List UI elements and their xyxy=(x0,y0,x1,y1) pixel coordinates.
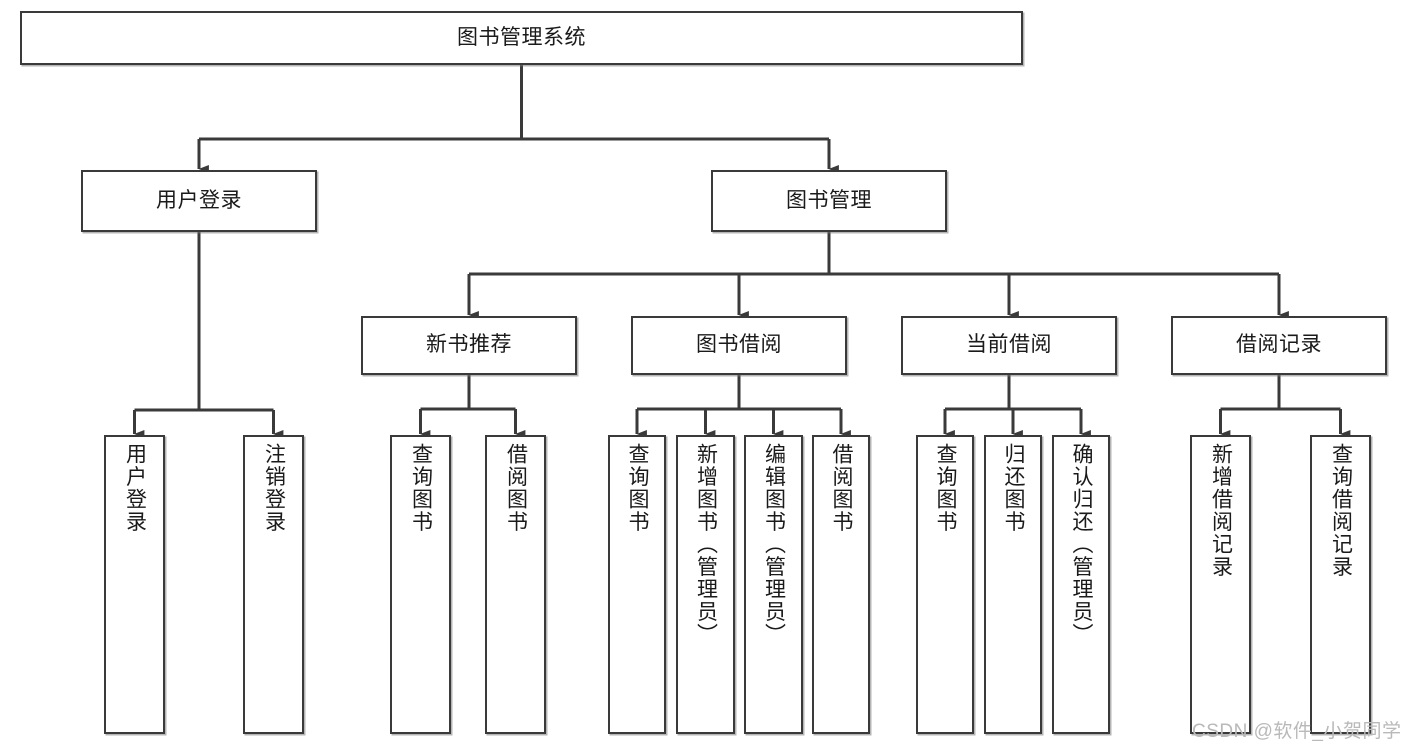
node-label: 确认归还（管理员） xyxy=(1070,443,1094,646)
node-borrow-record[interactable]: 借阅记录 xyxy=(1171,316,1387,375)
node-leaf-query-record[interactable]: 查询借阅记录 xyxy=(1310,435,1371,734)
node-label: 借阅记录 xyxy=(1236,333,1322,357)
node-label: 当前借阅 xyxy=(966,333,1052,357)
node-new-book-rec[interactable]: 新书推荐 xyxy=(361,316,577,375)
node-leaf-return-book[interactable]: 归还图书 xyxy=(984,435,1042,734)
node-label: 图书管理系统 xyxy=(457,25,586,49)
node-label: 用户登录 xyxy=(123,443,147,533)
node-current-borrow[interactable]: 当前借阅 xyxy=(901,316,1117,375)
node-label: 查询图书 xyxy=(934,443,958,533)
node-label: 借阅图书 xyxy=(504,443,528,533)
node-leaf-add-record[interactable]: 新增借阅记录 xyxy=(1190,435,1251,734)
node-user-login[interactable]: 用户登录 xyxy=(81,170,317,232)
node-label: 查询借阅记录 xyxy=(1329,443,1353,578)
node-label: 图书管理 xyxy=(786,188,872,212)
node-label: 注销登录 xyxy=(262,443,286,533)
node-leaf-logout[interactable]: 注销登录 xyxy=(243,435,304,734)
node-leaf-user-login[interactable]: 用户登录 xyxy=(104,435,165,734)
node-leaf-query-book-2[interactable]: 查询图书 xyxy=(608,435,666,734)
node-label: 新书推荐 xyxy=(426,333,512,357)
node-label: 编辑图书（管理员） xyxy=(762,443,786,646)
node-leaf-confirm-return[interactable]: 确认归还（管理员） xyxy=(1052,435,1110,734)
node-label: 借阅图书 xyxy=(830,443,854,533)
node-book-manage[interactable]: 图书管理 xyxy=(711,170,947,232)
node-leaf-query-book-1[interactable]: 查询图书 xyxy=(390,435,451,734)
node-label: 归还图书 xyxy=(1002,443,1026,533)
node-label: 图书借阅 xyxy=(696,333,782,357)
node-root[interactable]: 图书管理系统 xyxy=(20,11,1023,65)
node-label: 查询图书 xyxy=(626,443,650,533)
node-leaf-query-book-3[interactable]: 查询图书 xyxy=(916,435,974,734)
node-label: 新增借阅记录 xyxy=(1209,443,1233,578)
node-label: 用户登录 xyxy=(156,188,242,212)
node-leaf-borrow-book-1[interactable]: 借阅图书 xyxy=(485,435,546,734)
node-book-borrow[interactable]: 图书借阅 xyxy=(631,316,847,375)
node-leaf-add-book[interactable]: 新增图书（管理员） xyxy=(676,435,735,734)
node-leaf-borrow-book-2[interactable]: 借阅图书 xyxy=(812,435,870,734)
node-label: 查询图书 xyxy=(409,443,433,533)
node-label: 新增图书（管理员） xyxy=(694,443,718,646)
node-leaf-edit-book[interactable]: 编辑图书（管理员） xyxy=(744,435,803,734)
